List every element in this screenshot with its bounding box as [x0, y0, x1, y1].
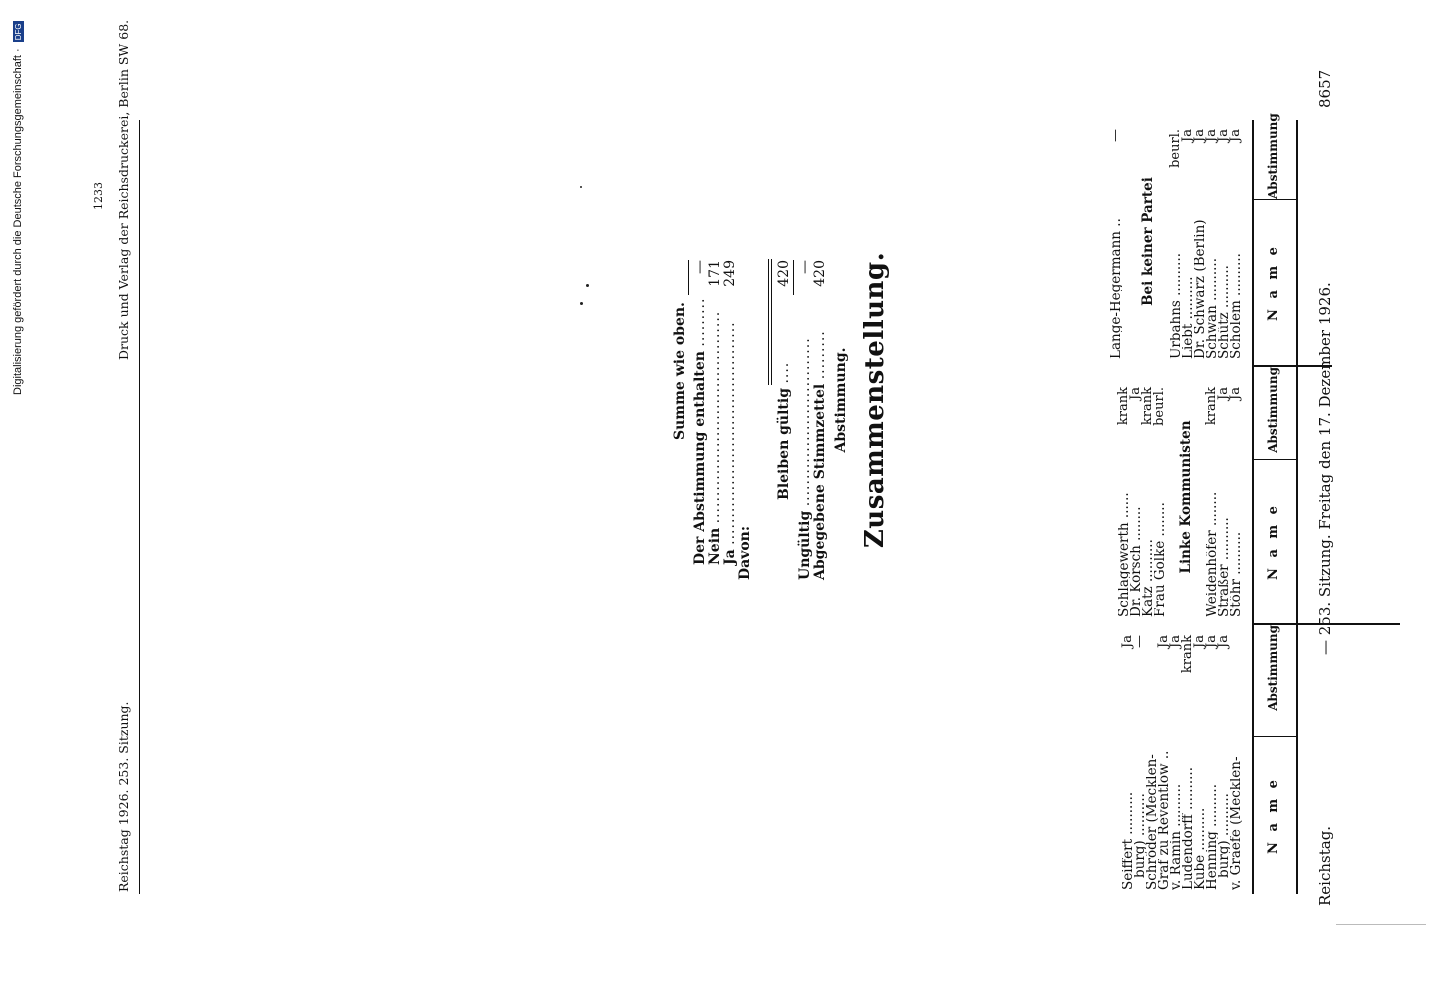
header-center: — 253. Sitzung. Freitag den 17. Dezember…: [1316, 282, 1334, 655]
footer-left: Reichstag 1926. 253. Sitzung.: [116, 701, 131, 892]
enthalten-label: Der Abstimmung enthalten .........: [692, 297, 708, 565]
summe-label: Summe wie oben.: [672, 302, 688, 440]
ja-value: 249: [722, 260, 738, 287]
ja-label: Ja .....................................…: [722, 321, 738, 565]
scan-speck: [580, 186, 582, 188]
double-rule-bottom: [768, 259, 769, 385]
table-header-rule: [1252, 120, 1254, 894]
bleiben-value: 420: [776, 260, 792, 287]
col3-vote-header: Abstimmung: [1266, 113, 1280, 199]
col2-name-header: N a m e: [1266, 503, 1281, 580]
ungueltig-value: —: [797, 260, 813, 274]
table-top-rule: [1296, 120, 1298, 894]
section-heading: Linke Kommunisten: [1178, 420, 1194, 574]
footer-center: Druck und Verlag der Reichsdruckerei, Be…: [116, 19, 131, 360]
col1-vote-header: Abstimmung: [1266, 625, 1280, 711]
sum-rule-2: [688, 260, 689, 295]
sum-rule: [793, 260, 794, 295]
enthalten-value: —: [692, 260, 708, 274]
column-divider-2: [1252, 365, 1332, 367]
scan-speck: [586, 284, 589, 287]
nein-value: 171: [707, 260, 723, 287]
footer-code: 1233: [92, 182, 105, 210]
header-left: Reichstag.: [1316, 825, 1334, 906]
dfg-credit: Digitalisierung gefördert durch die Deut…: [12, 21, 24, 395]
double-rule-top: [771, 259, 772, 385]
footer-rule: [139, 120, 140, 894]
bleiben-label: Bleiben gültig ....: [776, 361, 792, 500]
section-heading: Bei keiner Partei: [1140, 177, 1156, 306]
davon-label: Davon:: [737, 525, 753, 580]
page-number: 8657: [1316, 69, 1334, 108]
summary-title: Zusammenstellung.: [860, 251, 890, 549]
scan-speck: [580, 302, 583, 305]
abgegebene-value: 420: [812, 260, 828, 287]
col2-vote-header: Abstimmung: [1266, 367, 1280, 453]
nein-label: Nein ...................................…: [707, 310, 723, 565]
abgegebene-label: Abgegebene Stimmzettel .........: [812, 330, 828, 580]
summary-subtitle: Abstimmung.: [833, 347, 849, 453]
col3-name-header: N a m e: [1266, 244, 1281, 321]
dfg-logo: DFG: [13, 21, 24, 43]
col1-name-header: N a m e: [1266, 777, 1281, 854]
margin-speck-line: [1336, 924, 1426, 925]
ungueltig-label: Ungültig ...............................: [797, 337, 813, 580]
